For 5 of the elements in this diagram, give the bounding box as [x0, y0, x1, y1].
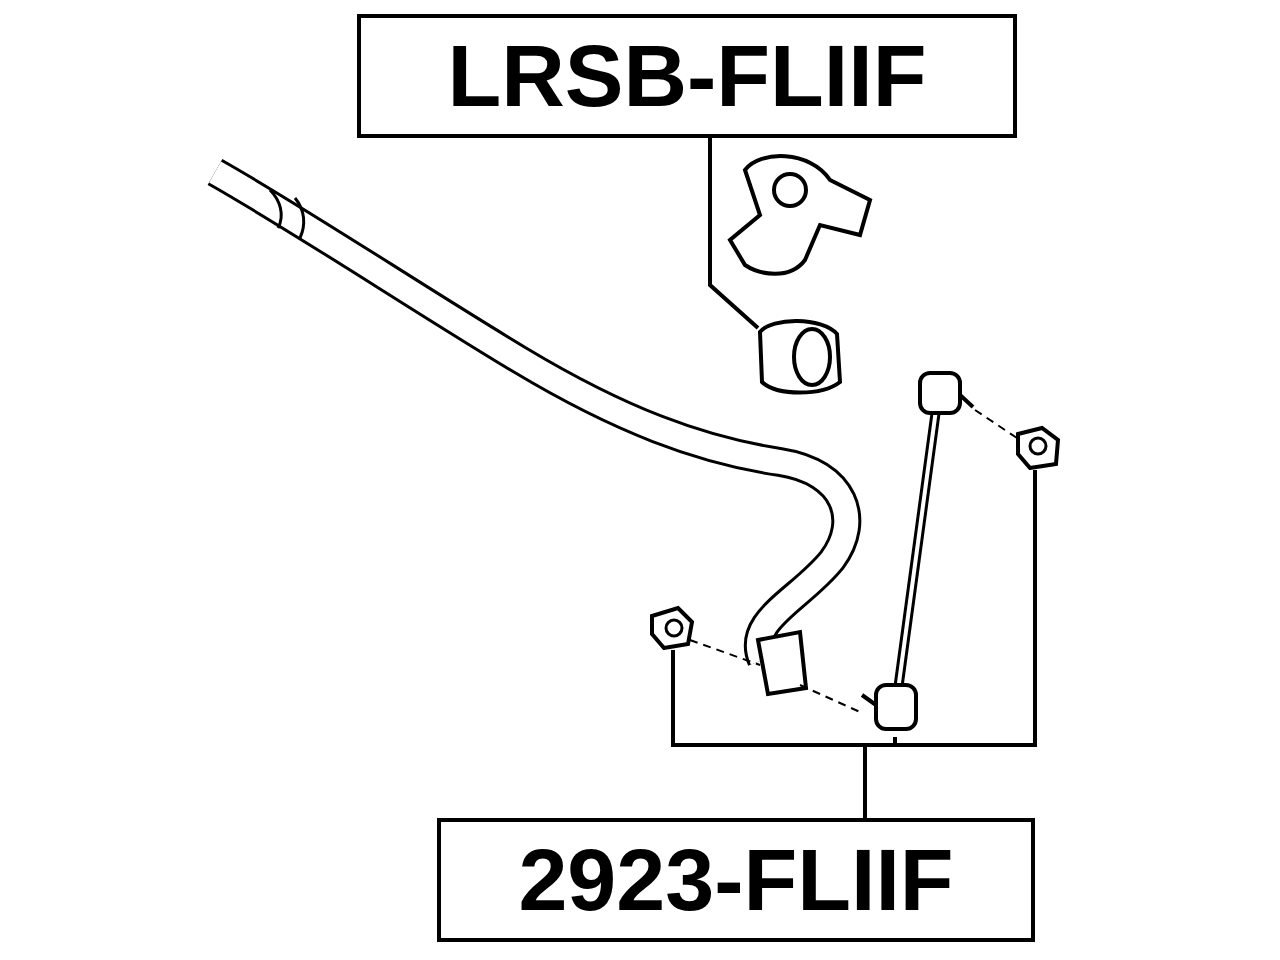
part-number-label: LRSB-FLIIF [357, 14, 1017, 138]
nut-drawing [648, 604, 696, 650]
part-number-label: 2923-FLIIF [437, 818, 1035, 942]
leader-line [863, 470, 1037, 818]
leader-line [708, 138, 760, 330]
